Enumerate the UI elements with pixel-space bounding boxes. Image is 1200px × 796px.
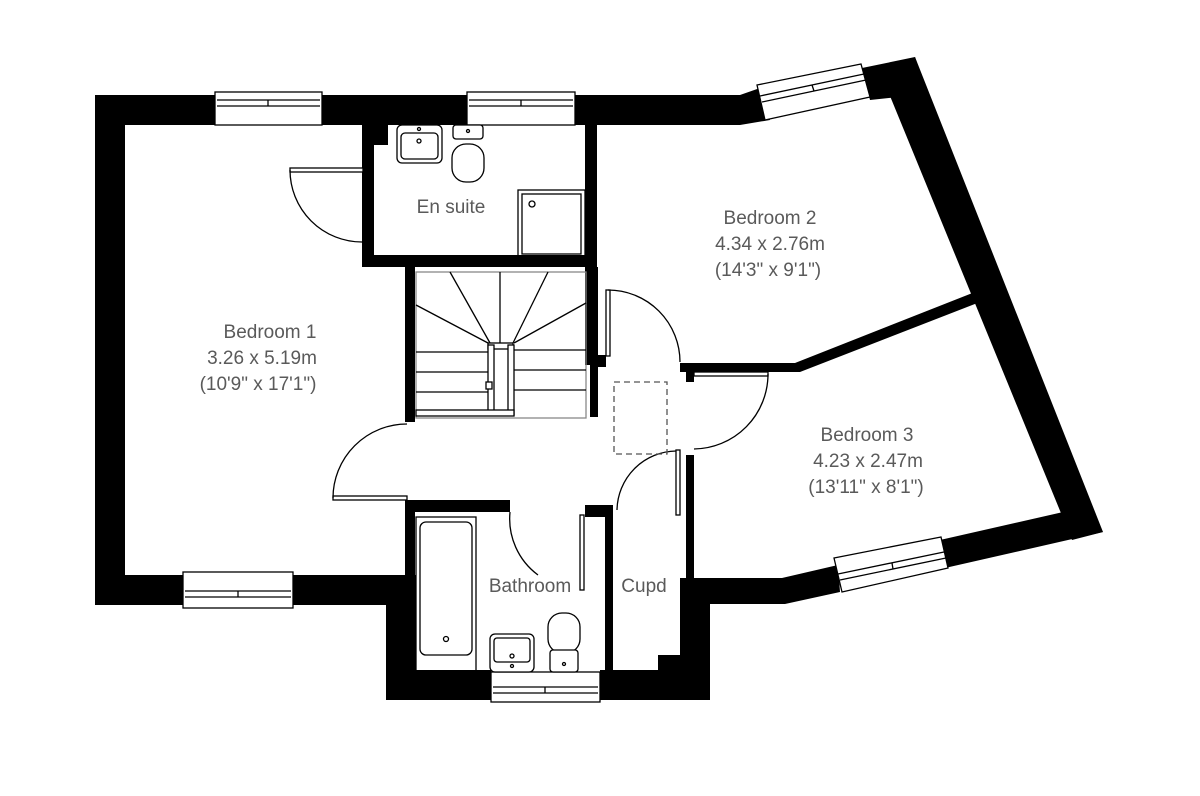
window-ensuite [466, 91, 576, 126]
door-bedroom2 [605, 289, 681, 363]
ensuite-fixtures [396, 124, 586, 258]
ensuite-shower [517, 189, 586, 258]
staircase [415, 271, 587, 419]
ensuite-toilet [451, 124, 485, 183]
window-bedroom3 [833, 536, 949, 593]
doors [289, 167, 769, 591]
door-ensuite [289, 167, 364, 243]
room-metric: 4.23 x 2.47m [813, 451, 923, 472]
ensuite-basin [396, 124, 443, 164]
bathroom-toilet [547, 612, 581, 673]
door-bedroom1 [332, 423, 408, 501]
room-metric: 3.26 x 5.19m [207, 348, 317, 369]
loft-hatch [613, 381, 668, 455]
windows [182, 63, 949, 703]
bathroom-fixtures [415, 516, 581, 673]
room-label-cupboard: Cupd [621, 576, 666, 597]
door-bathroom [509, 511, 585, 591]
window-bedroom1-bottom [182, 571, 294, 609]
room-name: Bedroom 3 [821, 425, 914, 446]
window-bathroom [490, 671, 601, 703]
window-bedroom1-top [214, 91, 323, 126]
room-name: Bedroom 2 [724, 208, 817, 229]
door-bedroom3 [693, 371, 769, 450]
room-label-bedroom1: Bedroom 1 3.26 x 5.19m (10'9" x 17'1") [200, 322, 317, 395]
room-imperial: (14'3" x 9'1") [715, 260, 821, 281]
walls [95, 57, 1103, 700]
room-name: Bedroom 1 [224, 322, 317, 343]
room-metric: 4.34 x 2.76m [715, 234, 825, 255]
room-imperial: (10'9" x 17'1") [200, 374, 317, 395]
bathroom-basin [489, 633, 535, 673]
room-label-bedroom2: Bedroom 2 4.34 x 2.76m (14'3" x 9'1") [715, 208, 825, 281]
room-label-ensuite: En suite [417, 197, 486, 218]
room-imperial: (13'11" x 8'1") [808, 477, 923, 498]
room-label-bathroom: Bathroom [489, 576, 571, 597]
door-cupboard [616, 449, 681, 516]
bath [415, 516, 477, 673]
window-bedroom2 [756, 63, 871, 121]
room-label-bedroom3: Bedroom 3 4.23 x 2.47m (13'11" x 8'1") [808, 425, 923, 498]
